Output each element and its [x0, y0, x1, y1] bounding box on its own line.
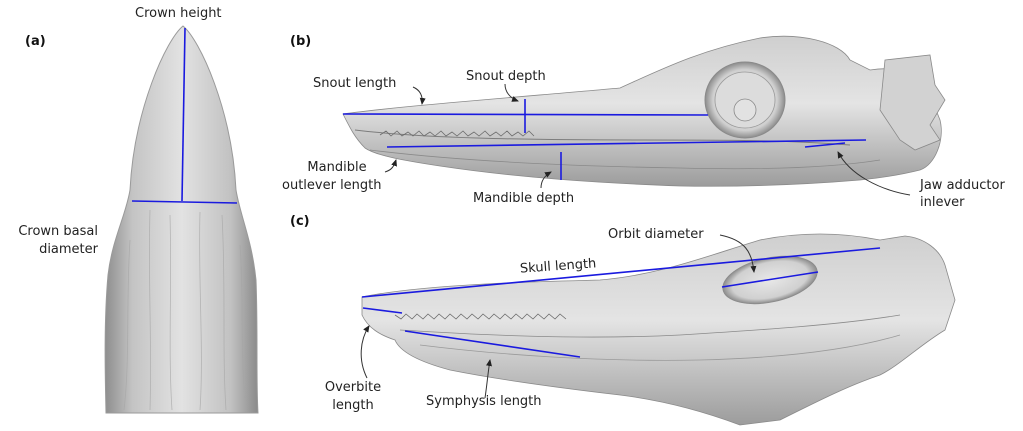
- overbite-label-2: length: [332, 398, 374, 413]
- crown-basal-label-1: Crown basal: [18, 224, 98, 239]
- crown-basal-diameter-line: [131, 200, 238, 204]
- panel-label-b: (b): [290, 34, 312, 49]
- mandible-outlever-label-1: Mandible: [307, 160, 367, 175]
- jaw-adductor-label-1: Jaw adductor: [920, 178, 1005, 193]
- jaw-adductor-label-2: inlever: [920, 195, 965, 210]
- orbit-diameter-line: [721, 271, 819, 288]
- symphysis-length-label: Symphysis length: [426, 394, 542, 409]
- mandible-outlever-line: [386, 139, 867, 148]
- mandible-outlever-label-2: outlever length: [282, 178, 382, 193]
- leader-arrows: [360, 83, 911, 399]
- snout-depth-arrow: [504, 83, 519, 102]
- crown-height-label: Crown height: [135, 6, 222, 21]
- mandible-depth-arrow: [540, 171, 552, 189]
- panel-label-a: (a): [25, 34, 46, 49]
- tooth-crown: [104, 25, 259, 414]
- skull-lateral: [342, 35, 946, 187]
- mandible-outlever-arrow: [384, 159, 397, 173]
- mandible-depth-label: Mandible depth: [473, 191, 575, 206]
- jaw-adductor-arrow: [837, 151, 911, 196]
- symphysis-length-line: [404, 330, 581, 358]
- crown-basal-label-2: diameter: [39, 242, 98, 257]
- orbit-diameter-arrow: [719, 234, 757, 273]
- snout-length-label: Snout length: [313, 76, 397, 91]
- crown-height-line: [181, 27, 186, 202]
- overbite-arrow: [360, 325, 370, 379]
- panel-label-c: (c): [290, 214, 310, 229]
- tooth-texture: [123, 209, 247, 411]
- jaw-adductor-inlever-line: [804, 142, 846, 148]
- snout-depth-label: Snout depth: [466, 69, 546, 84]
- overbite-label-1: Overbite: [324, 380, 382, 395]
- orbit-diameter-label: Orbit diameter: [608, 227, 704, 242]
- symphysis-arrow: [484, 359, 492, 399]
- skull-length-line: [361, 247, 881, 298]
- overbite-length-line: [362, 307, 403, 314]
- snout-length-arrow: [412, 86, 426, 105]
